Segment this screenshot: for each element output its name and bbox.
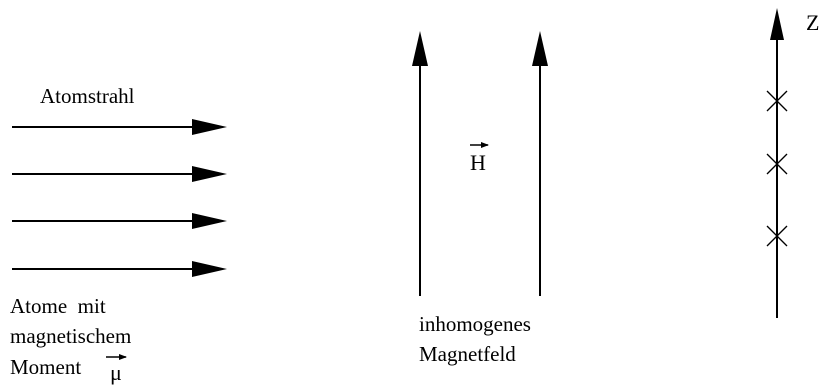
beam-arrow bbox=[12, 213, 227, 229]
atoms-label-line2: magnetischem bbox=[10, 324, 131, 348]
magnetic-field-arrows bbox=[412, 31, 548, 296]
field-label-line1: inhomogenes bbox=[419, 312, 531, 336]
axis-marker bbox=[766, 153, 788, 175]
field-symbol-letter: H bbox=[470, 150, 486, 175]
moment-symbol: μ bbox=[110, 360, 122, 385]
atoms-label-line1: Atome mit bbox=[10, 294, 106, 318]
axis-marker bbox=[766, 225, 788, 247]
field-label-line2: Magnetfeld bbox=[419, 342, 516, 366]
axis-marker bbox=[766, 90, 788, 112]
beam-label: Atomstrahl bbox=[40, 84, 135, 108]
atom-beam-arrows bbox=[12, 119, 227, 277]
beam-arrow bbox=[12, 166, 227, 182]
field-arrow bbox=[412, 31, 428, 296]
z-axis: Z bbox=[766, 8, 819, 318]
atoms-label-line3: Moment bbox=[10, 355, 81, 379]
atoms-label: Atome mit magnetischem Moment μ bbox=[10, 294, 131, 385]
field-symbol: H bbox=[470, 142, 489, 175]
z-axis-label: Z bbox=[806, 10, 819, 35]
field-arrow bbox=[532, 31, 548, 296]
z-axis-arrowhead bbox=[770, 8, 784, 40]
beam-arrow bbox=[12, 261, 227, 277]
beam-arrow bbox=[12, 119, 227, 135]
